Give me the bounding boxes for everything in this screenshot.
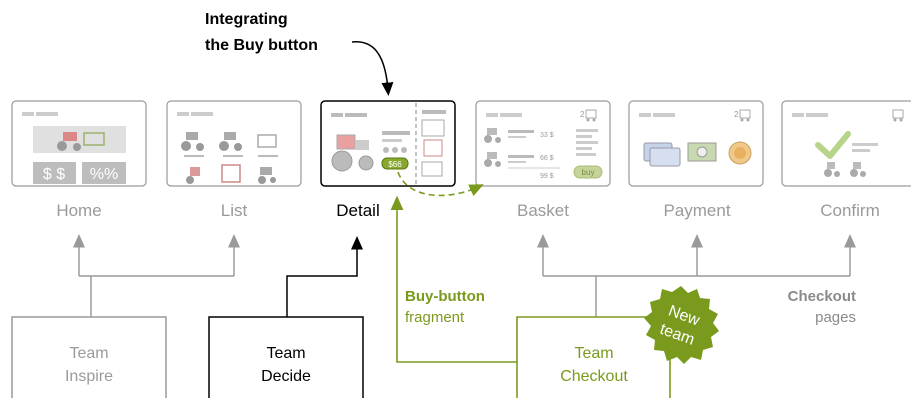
tractor-icon (258, 167, 276, 184)
team-checkout-connectors (537, 234, 856, 317)
tractor-icon (484, 152, 501, 167)
tractor-icon (850, 162, 866, 177)
detail-price: $66 (388, 160, 402, 169)
tractor-icon (484, 128, 501, 143)
checkout-pages-subtitle: pages (815, 309, 856, 326)
team-checkout-line2: Checkout (560, 368, 628, 385)
basket-price-2: 66 $ (540, 155, 554, 162)
team-decide-connector (286, 236, 363, 317)
checkout-pages-title: Checkout (788, 288, 856, 305)
tractor-icon (219, 132, 242, 151)
confirm-page-thumbnail (781, 100, 911, 187)
team-inspire-connectors (73, 234, 240, 317)
fragment-embed-arrow (397, 171, 484, 197)
home-tile-percent: %% (90, 166, 118, 183)
basket-price-1: 33 $ (540, 132, 554, 139)
basket-buy-label: buy (582, 168, 595, 177)
payment-count: 2 (734, 110, 739, 119)
credit-card-icon (643, 142, 681, 167)
annotation-line1: Integrating (205, 11, 288, 28)
new-team-badge: New team (644, 286, 719, 364)
tractor-icon (181, 132, 204, 151)
team-inspire-line1: Team (69, 345, 108, 362)
buy-button-fragment-arrow (390, 195, 517, 363)
basket-price-3: 99 $ (540, 173, 554, 180)
annotation-line2: the Buy button (205, 37, 318, 54)
team-decide-line1: Team (266, 345, 305, 362)
cart-icon (892, 109, 904, 122)
coin-icon (728, 141, 752, 165)
page-label-basket: Basket (517, 201, 569, 220)
tractor-icon (331, 134, 374, 172)
team-decide-line2: Decide (261, 368, 311, 385)
page-label-detail: Detail (336, 201, 379, 220)
team-decide-box: Team Decide (208, 316, 364, 398)
basket-page-thumbnail: 2 33 $ 66 $ 99 $ buy (475, 100, 611, 187)
fragment-subtitle: fragment (405, 309, 465, 326)
checkmark-icon (815, 131, 851, 159)
tractor-icon (824, 162, 840, 177)
team-checkout-line1: Team (574, 345, 613, 362)
basket-count: 2 (580, 110, 585, 119)
team-checkout-box: Team Checkout (516, 316, 671, 398)
home-tile-dollar: $ $ (43, 166, 65, 183)
list-page-thumbnail (166, 100, 302, 187)
page-label-payment: Payment (663, 201, 730, 220)
buy-button-fragment[interactable] (381, 157, 409, 170)
cart-icon (739, 109, 751, 122)
detail-page-thumbnail: $66 (320, 100, 456, 187)
home-page-thumbnail: $ $ %% (11, 100, 147, 187)
payment-page-thumbnail: 2 (628, 100, 764, 187)
cart-icon (585, 109, 597, 122)
team-inspire-box: Team Inspire (11, 316, 167, 398)
team-inspire-line2: Inspire (65, 368, 113, 385)
annotation-arrow (351, 41, 394, 96)
banknote-icon (687, 142, 717, 162)
starburst-badge-icon (644, 286, 719, 364)
page-label-list: List (221, 201, 248, 220)
page-label-home: Home (56, 201, 101, 220)
tractor-icon (57, 132, 81, 151)
fragment-title: Buy-button (405, 288, 485, 305)
basket-buy-button (573, 165, 603, 179)
tractor-icon (186, 167, 200, 184)
page-label-confirm: Confirm (820, 201, 880, 220)
